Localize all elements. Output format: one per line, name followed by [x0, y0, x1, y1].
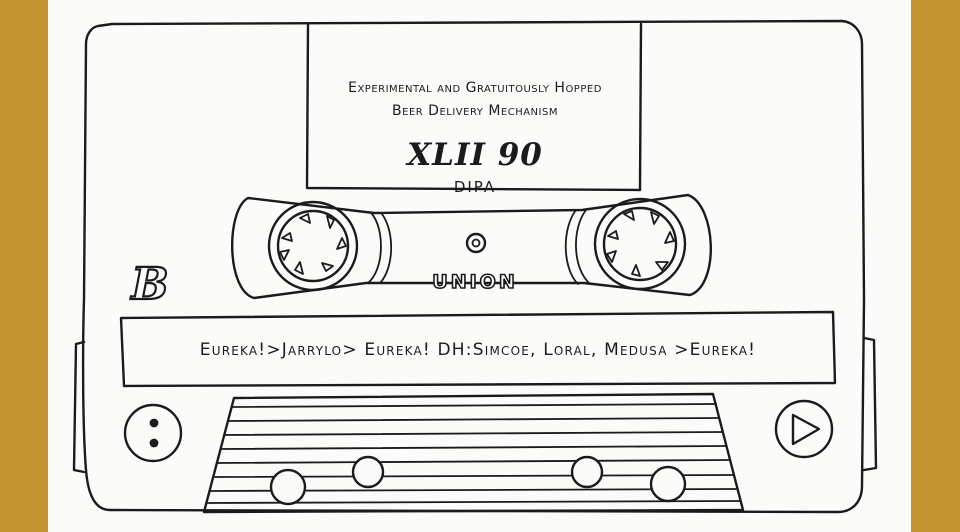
left-side-tab — [72, 340, 86, 474]
tape-grooves — [207, 403, 741, 504]
guide-hole-2 — [351, 455, 385, 489]
brand-name: UNION — [431, 270, 518, 294]
label-title-line-1: Experimental and Gratuitously Hopped — [348, 80, 602, 96]
play-triangle-icon — [774, 399, 834, 459]
right-reel-outer — [593, 197, 687, 291]
side-letter: B — [130, 258, 169, 311]
tape-head-area — [202, 392, 745, 514]
left-reel-inner — [276, 209, 350, 283]
cassette-shell — [81, 19, 866, 514]
two-dots-icon — [123, 403, 183, 463]
reel-window-band — [231, 193, 712, 300]
guide-hole-4 — [649, 465, 687, 503]
track-strip — [119, 310, 837, 388]
right-reel-inner — [602, 206, 678, 282]
label-title-line-2: Beer Delivery Mechanism — [392, 103, 558, 119]
guide-hole-1 — [269, 468, 307, 506]
paper-background — [48, 0, 911, 532]
hop-schedule: Eureka!>Jarrylo> Eureka! DH:Simcoe, Lora… — [199, 340, 757, 360]
label-sticker — [305, 22, 643, 192]
guide-hole-3 — [570, 455, 604, 489]
center-spindle — [465, 232, 487, 254]
model-name: XLII 90 — [407, 137, 543, 173]
right-side-tab — [862, 336, 878, 472]
left-reel-outer — [267, 200, 359, 292]
beer-style: DIPA — [453, 178, 497, 196]
